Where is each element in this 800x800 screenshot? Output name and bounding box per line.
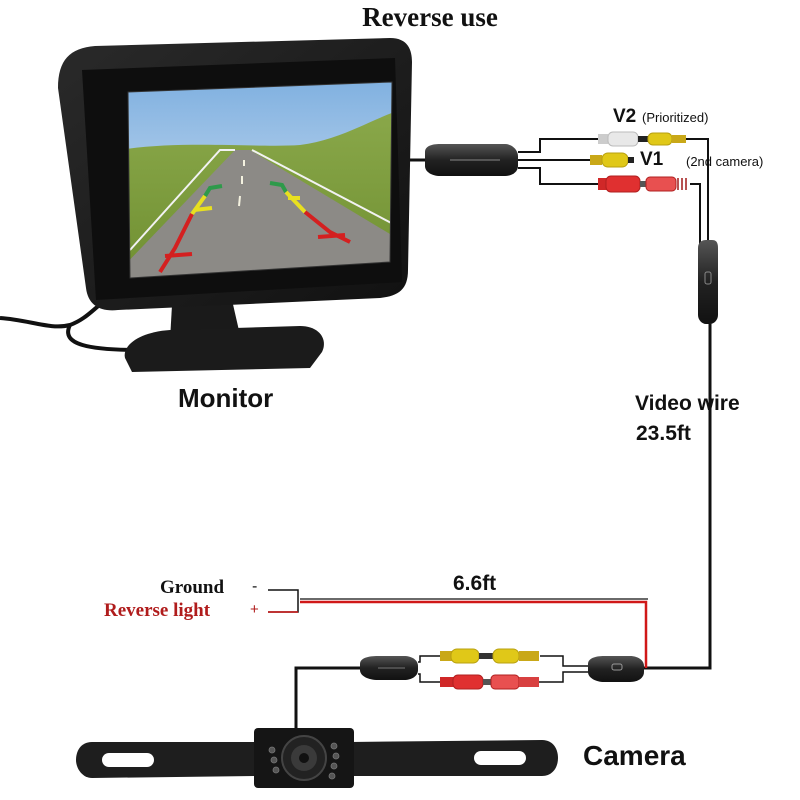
camera-red-rca (440, 674, 539, 690)
reverse-light-label: Reverse light (104, 600, 211, 621)
v1-connector (590, 152, 634, 168)
v1-label: V1 (640, 149, 664, 170)
ground-sign: - (252, 578, 258, 595)
monitor (0, 38, 412, 372)
camera-label: Camera (583, 740, 686, 771)
camera (76, 728, 558, 788)
reverse-light-sign: + (250, 601, 259, 618)
video-wire-label: Video wire (635, 392, 740, 415)
camera-yellow-rca (440, 648, 539, 664)
video-wire (640, 324, 712, 670)
camera-cable-junction-right (588, 656, 644, 682)
video-wire-length: 23.5ft (636, 422, 691, 445)
v2-prioritized-note: (Prioritized) (642, 110, 709, 125)
v2-connector (598, 131, 709, 245)
power-wire-length: 6.6ft (453, 572, 497, 595)
red-rca-connector (598, 175, 701, 245)
second-camera-note: (2nd camera) (686, 154, 764, 169)
diagram-title: Reverse use (362, 2, 498, 32)
ground-label: Ground (160, 577, 225, 598)
video-wire-junction (698, 240, 718, 324)
v2-label: V2 (613, 106, 637, 127)
monitor-label: Monitor (178, 383, 274, 413)
